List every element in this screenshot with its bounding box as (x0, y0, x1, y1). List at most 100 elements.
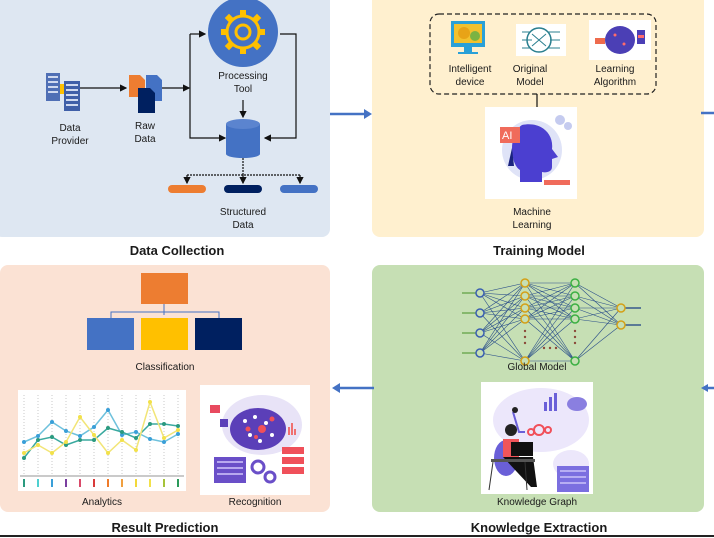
network-edge (479, 292, 526, 320)
training-model-diagram: AI (429, 13, 657, 199)
network-edge (479, 307, 526, 314)
network-edge (574, 295, 622, 326)
hidden-node (570, 303, 580, 313)
network-edge (479, 332, 526, 362)
output-node (616, 320, 626, 330)
network-edge (574, 318, 622, 326)
network-edge (524, 282, 576, 297)
classification-label: Classification (135, 362, 195, 373)
ellipsis-dot (523, 335, 527, 339)
class-box-blue (87, 318, 134, 350)
network-edge (479, 318, 526, 334)
processing-gear-icon (208, 0, 278, 67)
ellipsis-dot (573, 335, 577, 339)
network-edge (524, 307, 576, 362)
network-edge (479, 282, 526, 294)
class-box-navy (195, 318, 242, 350)
server-icon (46, 73, 80, 111)
knowledge-extraction-title: Knowledge Extraction (470, 520, 608, 535)
network-edge (479, 312, 526, 320)
class-root-box (141, 273, 188, 304)
data-collection-title: Data Collection (129, 243, 225, 258)
ellipsis-dot (548, 346, 552, 350)
hidden-node (570, 356, 580, 366)
network-edge (479, 307, 526, 354)
network-edge (524, 282, 576, 320)
recognition-label: Recognition (228, 497, 282, 508)
bottom-border (0, 535, 714, 537)
ellipsis-dot (573, 329, 577, 333)
ellipsis-dot (523, 341, 527, 345)
network-edge (524, 295, 576, 309)
network-edge (479, 307, 526, 334)
network-edge (479, 292, 526, 362)
hidden-node (520, 356, 530, 366)
analytics-label: Analytics (81, 497, 122, 508)
hidden-node (570, 314, 580, 324)
database-icon (226, 119, 260, 158)
ai-badge: AI (502, 130, 512, 142)
input-node (475, 348, 485, 358)
network-edge (479, 318, 526, 354)
hidden-node (520, 291, 530, 301)
network-edge (574, 295, 622, 309)
network-edge (479, 282, 526, 334)
network-edge (574, 307, 622, 326)
original-model-icon (516, 24, 566, 56)
data-collection-diagram (46, 0, 318, 193)
machine-learning-icon (500, 115, 572, 185)
classification-diagram (87, 273, 242, 350)
arrow-out-icon (701, 111, 714, 115)
network-edge (524, 295, 576, 362)
network-edge (479, 295, 526, 334)
network-edge (524, 282, 576, 362)
network-edge (574, 324, 622, 362)
network-edge (574, 282, 622, 309)
analytics-image (18, 390, 186, 491)
input-node (475, 288, 485, 298)
knowledge-graph-image (481, 382, 593, 494)
knowledge-graph-person-icon (488, 388, 589, 492)
intelligent-device-icon (451, 21, 485, 54)
network-edge (574, 307, 622, 362)
arrow-left-icon (332, 383, 374, 393)
ellipsis-dot (554, 346, 558, 350)
ellipsis-dot (523, 329, 527, 333)
knowledge-graph-label: Knowledge Graph (496, 497, 578, 508)
network-edge (574, 282, 622, 326)
network-edge (524, 318, 576, 362)
network-edge (479, 295, 526, 354)
network-edge (524, 282, 576, 309)
raw-data-icon (129, 75, 162, 113)
hidden-node (520, 278, 530, 288)
network-edge (524, 295, 576, 320)
ellipsis-dot (542, 346, 546, 350)
recognition-brain-icon (210, 395, 304, 484)
global-model-label: Global Model (507, 362, 567, 373)
input-node (475, 308, 485, 318)
network-edge (574, 307, 622, 320)
arrow-right-icon (330, 109, 372, 119)
network-edge (479, 292, 526, 297)
training-model-title: Training Model (493, 243, 585, 258)
result-prediction-title: Result Prediction (111, 520, 219, 535)
arrow-in-icon (701, 384, 714, 392)
network-edge (524, 307, 576, 320)
output-node (616, 303, 626, 313)
network-edge (479, 282, 526, 354)
hidden-node (570, 291, 580, 301)
structured-data-icons (168, 185, 318, 193)
input-node (475, 328, 485, 338)
learning-algorithm-icon (589, 20, 651, 60)
hidden-node (570, 278, 580, 288)
ellipsis-dot (573, 341, 577, 345)
network-edge (479, 312, 526, 362)
class-box-yellow (141, 318, 188, 350)
